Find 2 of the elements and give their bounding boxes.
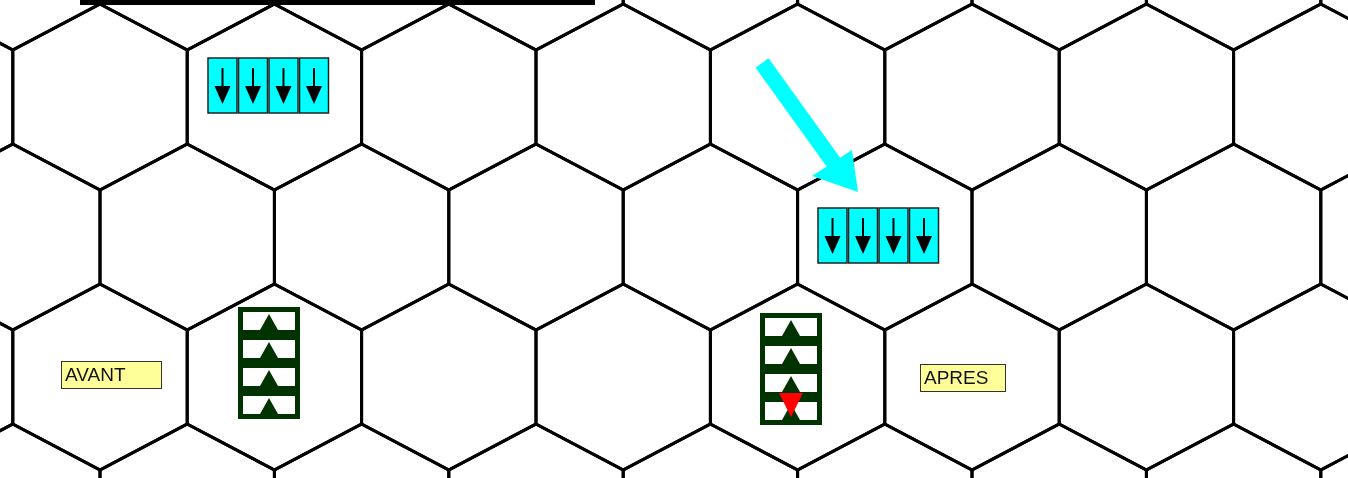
map-label: APRES — [920, 364, 1006, 392]
map-label: AVANT — [61, 361, 162, 389]
